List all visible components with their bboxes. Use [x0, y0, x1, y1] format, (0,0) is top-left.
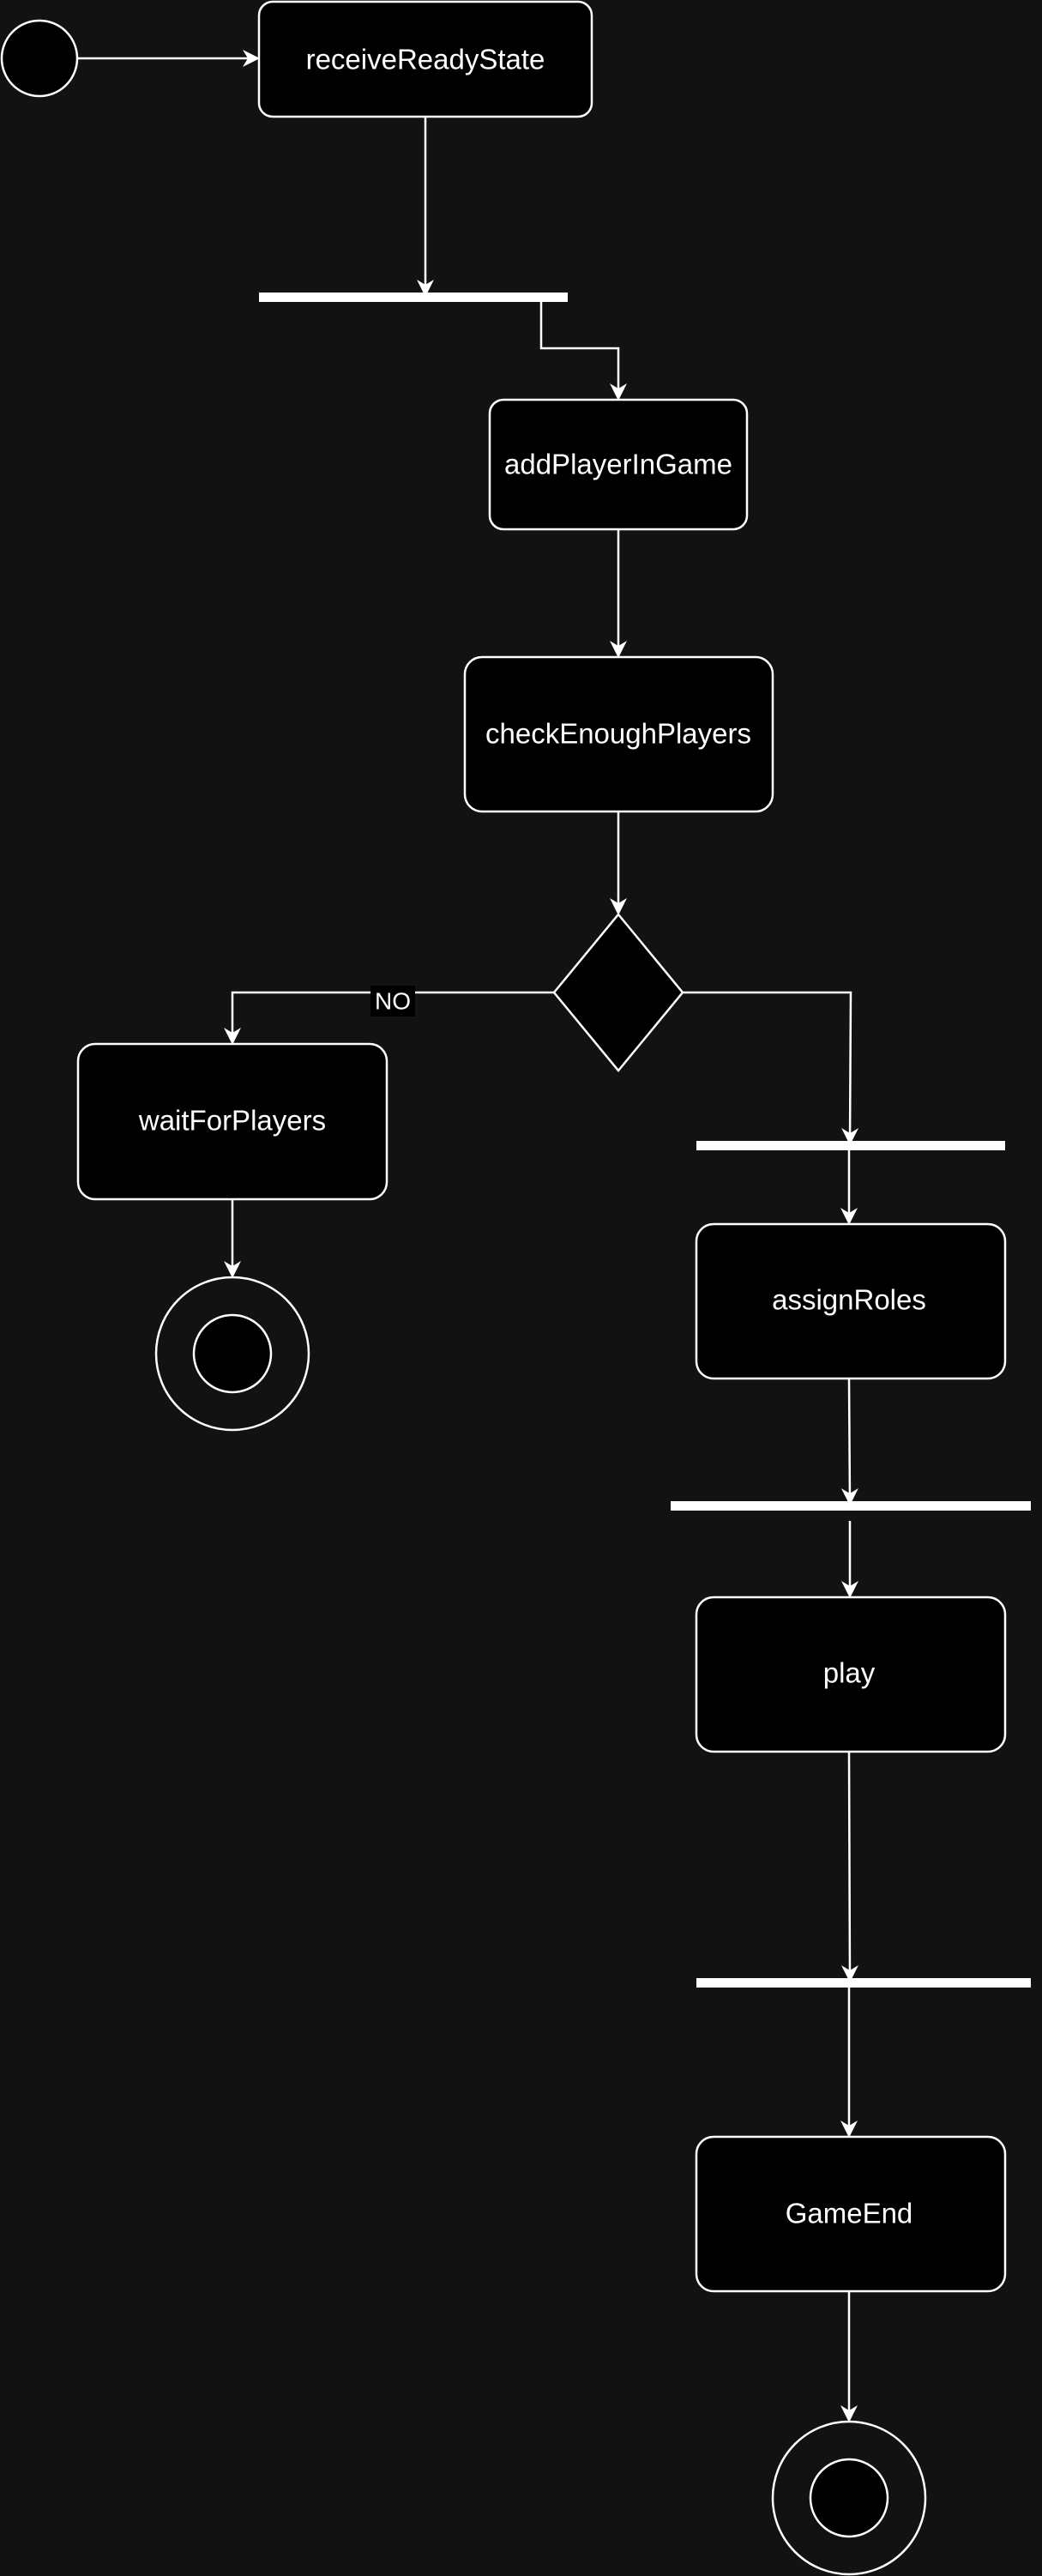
action-game-end-label: GameEnd — [786, 2198, 913, 2229]
action-wait-for-players: waitForPlayers — [76, 1042, 388, 1201]
action-play: play — [695, 1596, 1007, 1753]
action-check-enough-players-label: checkEnoughPlayers — [485, 718, 751, 750]
action-wait-for-players-label: waitForPlayers — [138, 1105, 326, 1137]
action-play-label: play — [823, 1657, 876, 1689]
fork-bar-1 — [259, 293, 568, 302]
action-receive-ready-state-label: receiveReadyState — [306, 44, 545, 75]
fork-bar-2 — [696, 1141, 1005, 1150]
edge-fork1-to-add-player — [539, 302, 627, 401]
action-add-player-in-game-label: addPlayerInGame — [504, 449, 732, 480]
action-check-enough-players: checkEnoughPlayers — [463, 655, 774, 813]
action-game-end: GameEnd — [695, 2135, 1007, 2293]
edge-play-to-fork4 — [840, 1751, 858, 1982]
initial-node — [0, 19, 79, 98]
edge-label-no-text: NO — [375, 988, 411, 1015]
decision-node — [552, 913, 684, 1072]
final-node-2 — [771, 2420, 927, 2576]
action-add-player-in-game: addPlayerInGame — [488, 398, 749, 531]
fork-bar-3 — [671, 1501, 1031, 1511]
final-node-1 — [154, 1276, 310, 1432]
action-assign-roles: assignRoles — [695, 1222, 1007, 1380]
action-assign-roles-label: assignRoles — [772, 1284, 926, 1316]
edge-decision-to-wait — [224, 991, 554, 1045]
edge-label-no: NO — [370, 986, 415, 1017]
edge-decision-to-fork2 — [683, 991, 859, 1145]
fork-bar-4 — [696, 1978, 1031, 1988]
action-receive-ready-state: receiveReadyState — [257, 0, 593, 118]
edge-assign-to-fork3 — [840, 1378, 858, 1505]
